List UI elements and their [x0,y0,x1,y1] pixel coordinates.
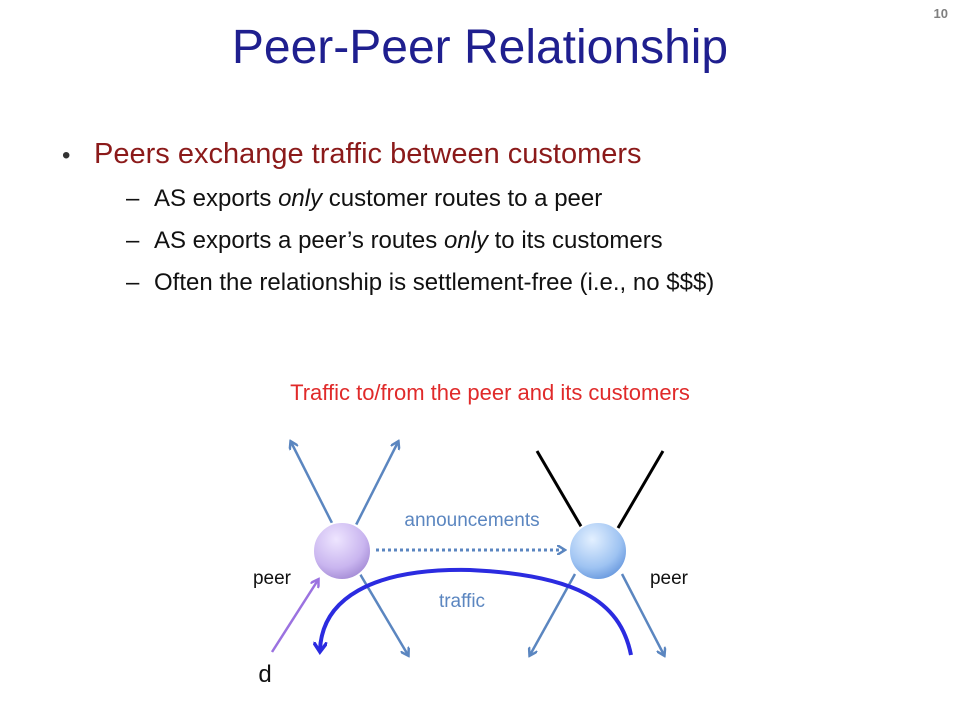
left-upper-left-link [291,442,335,526]
dash-icon: – [126,185,140,212]
bullet-dot-icon: • [62,142,71,169]
peer-diagram: announcements traffic peer peer d [253,420,689,688]
left-upper-right-link [354,442,398,526]
right-peer-label: peer [650,568,689,589]
diagram-caption: Traffic to/from the peer and its custome… [290,380,690,405]
left-peer-label: peer [253,568,292,589]
sub-bullet-1-text-a: AS exports [154,185,279,212]
bullet-list: • Peers exchange traffic between custome… [62,138,942,311]
right-lower-right-link [620,573,664,655]
sub-bullet-1-text-b: customer routes to a peer [322,185,603,212]
main-bullet-text: Peers exchange traffic between customers [94,138,642,170]
main-bullet: • Peers exchange traffic between custome… [62,138,942,171]
right-peer-node [568,521,628,581]
sub-bullet-2: – AS exports a peer’s routes only to its… [126,227,942,255]
sub-bullet-3-text: Often the relationship is settlement-fre… [154,269,715,296]
dash-icon: – [126,269,140,296]
sub-bullet-3: – Often the relationship is settlement-f… [126,269,942,297]
sub-bullet-1: – AS exports only customer routes to a p… [126,185,942,213]
dash-icon: – [126,227,140,254]
sub-bullet-2-text-b: to its customers [487,227,663,254]
left-peer-node [312,521,372,581]
slide-number: 10 [933,6,948,21]
sub-bullet-list: – AS exports only customer routes to a p… [126,185,942,297]
destination-link [270,580,318,653]
announcements-label: announcements [404,510,539,531]
right-upper-right-link [616,450,665,529]
traffic-arrow [320,567,633,656]
destination-label: d [258,661,271,688]
traffic-label: traffic [439,591,485,612]
sub-bullet-1-emphasis: only [278,185,323,212]
right-upper-left-link [535,450,584,529]
slide-title: Peer-Peer Relationship [231,21,729,74]
sub-bullet-2-text-a: AS exports a peer’s routes [154,227,444,254]
sub-bullet-2-emphasis: only [443,227,488,254]
